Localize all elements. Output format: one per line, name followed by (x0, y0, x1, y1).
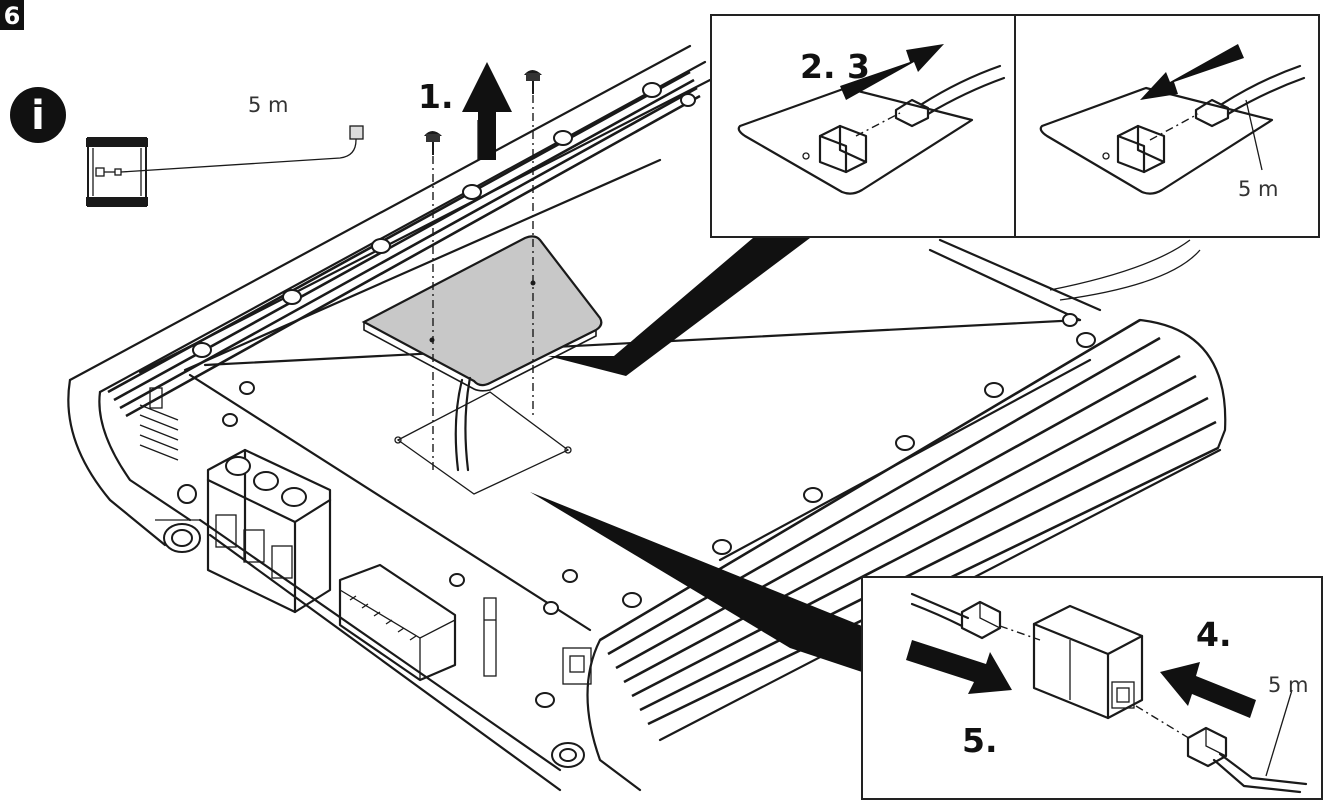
lift-arrow (462, 62, 512, 160)
dip-switch-block (338, 563, 457, 682)
step-1-label: 1. (418, 77, 454, 116)
status-led-strip (483, 597, 497, 677)
inset-bottom-right: 4. 5. 5 m (861, 576, 1323, 800)
info-cable-plug (349, 125, 364, 140)
info-glyph: i (31, 93, 45, 139)
inset-bottom-cable-length: 5 m (1268, 673, 1309, 697)
rj-plug-left (960, 600, 1002, 640)
power-terminal-block (206, 448, 332, 614)
step-5-label: 5. (962, 721, 998, 760)
screw-axis-lines (432, 95, 534, 470)
info-connector-block (86, 137, 148, 207)
screw-left (424, 131, 442, 155)
screw-right (524, 70, 542, 94)
rj-plug-top-right (1194, 98, 1230, 128)
grommet (155, 484, 201, 553)
cover-plate (361, 235, 603, 392)
arrow-coupler-out (906, 640, 1012, 694)
rj-plug-top-left (894, 98, 930, 128)
cover-opening (394, 376, 572, 495)
vent-slots-left (139, 404, 179, 461)
figure-number-badge: 6 (0, 0, 24, 30)
info-icon: i (10, 87, 66, 143)
inset-panel-connect: 2. 3 (737, 44, 1006, 195)
arrow-push-in (840, 44, 944, 100)
callout-wedge-bottom (530, 492, 862, 672)
inset-top-cable-length: 5 m (1238, 177, 1279, 201)
step-4-label: 4. (1196, 615, 1232, 654)
info-cable-length: 5 m (248, 93, 289, 117)
step-2-3-label: 2. 3 (800, 47, 870, 86)
inset-panel-disconnect: 5 m (1039, 44, 1306, 201)
rj-plug-right (1186, 726, 1228, 768)
rj-coupler (1032, 604, 1144, 720)
figure-number: 6 (4, 2, 21, 30)
info-cable (120, 136, 357, 173)
arrow-coupler-in (1160, 662, 1256, 718)
callout-wedge-top (548, 232, 818, 376)
arrow-pull-out (1140, 44, 1244, 100)
inset-top-right: 2. 3 5 m (710, 14, 1320, 238)
rj-socket-bay (562, 647, 592, 685)
mounting-bosses (192, 82, 1096, 708)
grommet-bottom (551, 742, 585, 768)
